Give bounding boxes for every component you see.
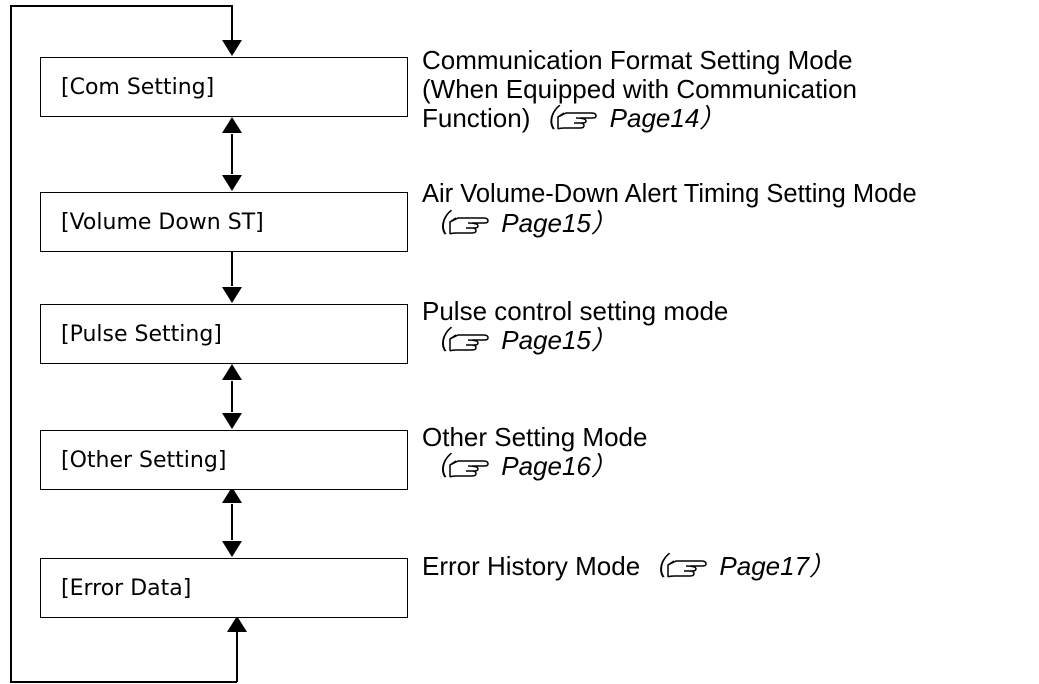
description-line: (When Equipped with Communication: [422, 74, 857, 104]
page-reference[interactable]: （ Page15）: [422, 325, 617, 355]
mode-box-other-setting: [Other Setting]: [40, 430, 408, 490]
mode-box-label: [Error Data]: [61, 575, 192, 601]
bidirectional-arrow: [222, 117, 242, 191]
mode-box-volume-down-st: [Volume Down ST]: [40, 192, 408, 252]
description-line: Pulse control setting mode: [422, 296, 729, 326]
mode-box-label: [Volume Down ST]: [61, 209, 264, 235]
pointing-hand-icon: [667, 560, 707, 578]
page-reference[interactable]: （ Page14）: [530, 103, 726, 133]
mode-box-error-data: [Error Data]: [40, 558, 408, 618]
bidirectional-arrow: [222, 364, 242, 429]
pointing-hand-icon: [449, 217, 489, 235]
mode-box-pulse-setting: [Pulse Setting]: [40, 304, 408, 364]
mode-description: Error History Mode（ Page17）: [422, 552, 835, 581]
bidirectional-arrow: [222, 487, 242, 557]
description-line: Air Volume-Down Alert Timing Setting Mod…: [422, 180, 917, 208]
pointing-hand-icon: [449, 334, 489, 352]
entry-arrowhead: [222, 40, 242, 56]
pointing-hand-icon: [557, 112, 598, 130]
mode-box-label: [Com Setting]: [61, 74, 215, 100]
page-number: Page15）: [501, 208, 617, 238]
page-reference[interactable]: （ Page15）: [422, 208, 617, 238]
description-line: Error History Mode: [422, 551, 641, 581]
mode-box-com-setting: [Com Setting]: [40, 57, 408, 117]
page-reference[interactable]: （ Page17）: [640, 551, 836, 581]
pointing-hand-icon: [449, 460, 489, 478]
mode-description: Other Setting Mode （ Page16）: [422, 423, 647, 481]
mode-box-label: [Other Setting]: [61, 447, 227, 473]
page-number: Page14）: [609, 103, 726, 133]
description-line: Communication Format Setting Mode: [422, 45, 853, 75]
mode-description: Communication Format Setting Mode (When …: [422, 46, 857, 133]
mode-description: Air Volume-Down Alert Timing Setting Mod…: [422, 180, 917, 238]
return-arrowhead: [227, 616, 247, 632]
page-reference[interactable]: （ Page16）: [422, 451, 617, 481]
page-number: Page15）: [501, 325, 617, 355]
loop-back-line: [10, 5, 237, 683]
mode-box-label: [Pulse Setting]: [61, 321, 222, 347]
mode-description: Pulse control setting mode （ Page15）: [422, 297, 728, 355]
page-number: Page17）: [719, 551, 836, 581]
description-line: Function): [422, 103, 531, 133]
description-line: Other Setting Mode: [422, 422, 648, 452]
page-number: Page16）: [501, 451, 617, 481]
